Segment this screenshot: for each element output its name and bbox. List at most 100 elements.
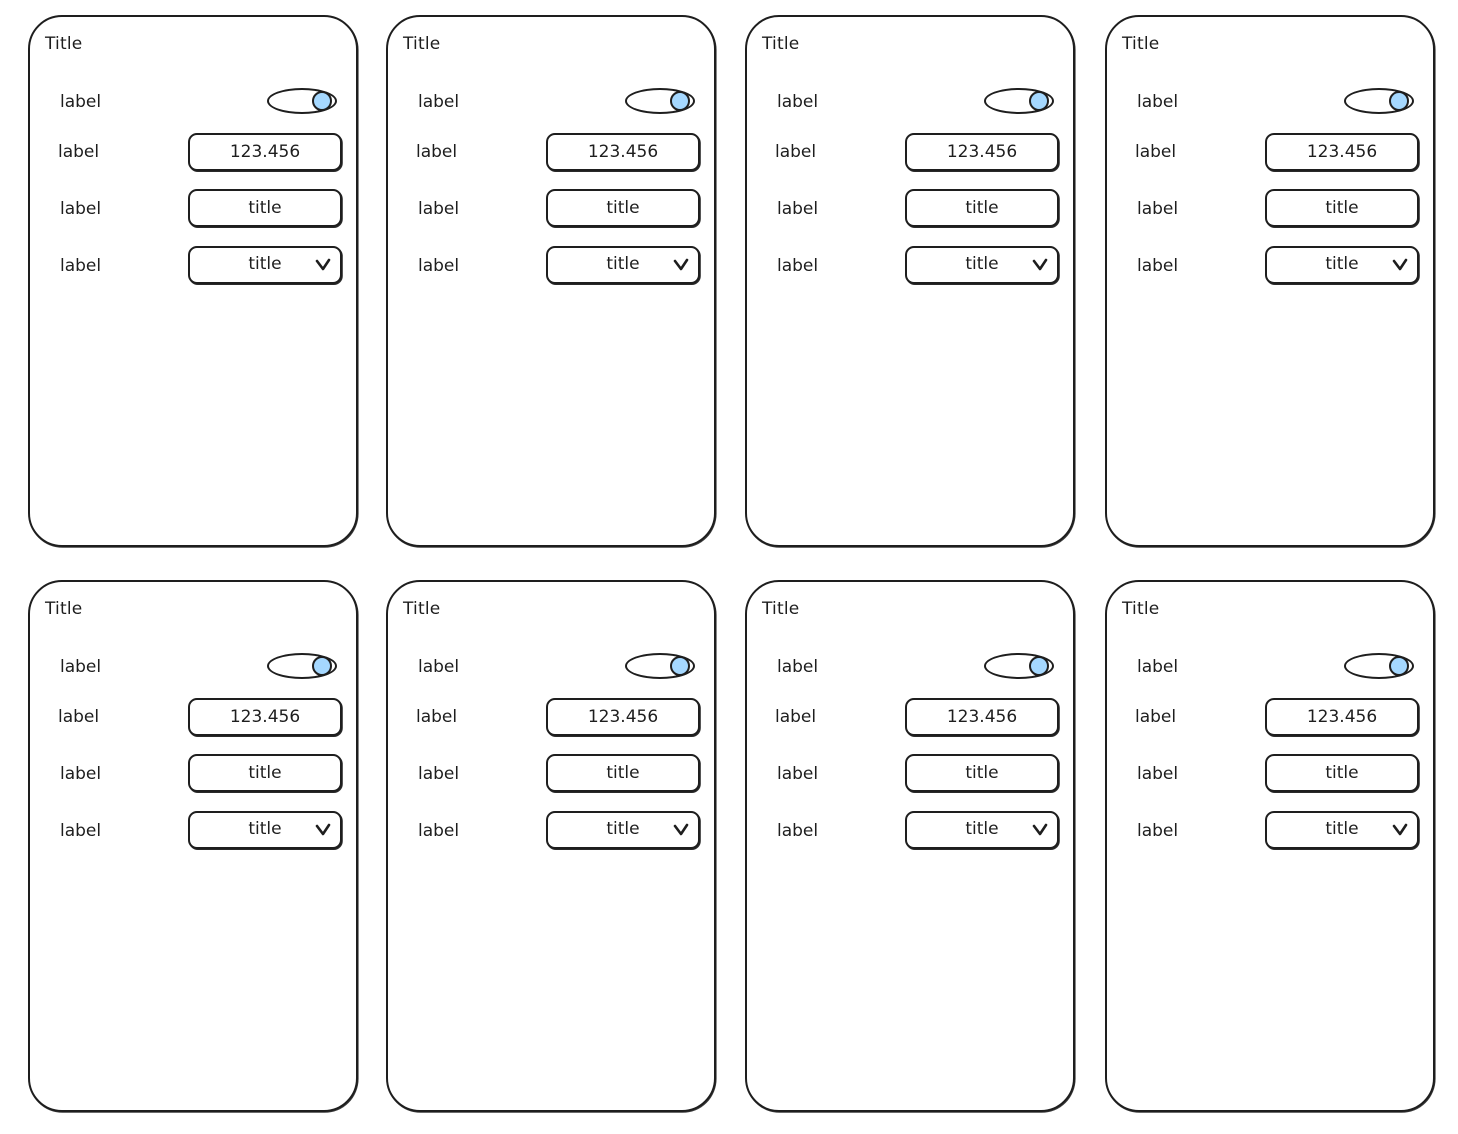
chevron-down-icon xyxy=(1032,258,1048,271)
number-input[interactable] xyxy=(1265,133,1419,171)
select-label: label xyxy=(1137,256,1179,276)
dropdown-value: title xyxy=(248,254,282,274)
toggle-label: label xyxy=(418,92,460,112)
number-label: label xyxy=(1135,142,1177,162)
text-input[interactable] xyxy=(188,189,342,227)
settings-panel: Title label label label label title xyxy=(386,580,716,1112)
dropdown-select[interactable]: title xyxy=(1265,811,1419,849)
toggle-knob xyxy=(1029,656,1049,676)
toggle-switch[interactable] xyxy=(625,653,695,679)
chevron-down-icon xyxy=(673,823,689,836)
text-label: label xyxy=(777,199,819,219)
dropdown-select[interactable]: title xyxy=(546,811,700,849)
panel-title: Title xyxy=(1122,599,1160,619)
toggle-label: label xyxy=(60,92,102,112)
select-label: label xyxy=(418,256,460,276)
dropdown-select[interactable]: title xyxy=(1265,246,1419,284)
panel-title: Title xyxy=(1122,34,1160,54)
chevron-down-icon xyxy=(673,258,689,271)
select-label: label xyxy=(60,256,102,276)
number-label: label xyxy=(775,707,817,727)
dropdown-value: title xyxy=(1325,254,1359,274)
chevron-down-icon xyxy=(315,823,331,836)
dropdown-value: title xyxy=(248,819,282,839)
settings-panel: Title label label label label title xyxy=(1105,15,1435,547)
panel-title: Title xyxy=(403,599,441,619)
select-label: label xyxy=(60,821,102,841)
panel-title: Title xyxy=(762,599,800,619)
text-input[interactable] xyxy=(188,754,342,792)
text-label: label xyxy=(1137,764,1179,784)
toggle-switch[interactable] xyxy=(1344,88,1414,114)
number-input[interactable] xyxy=(546,698,700,736)
toggle-knob xyxy=(312,656,332,676)
toggle-knob xyxy=(1029,91,1049,111)
toggle-switch[interactable] xyxy=(1344,653,1414,679)
number-label: label xyxy=(1135,707,1177,727)
text-input[interactable] xyxy=(905,754,1059,792)
select-label: label xyxy=(1137,821,1179,841)
text-label: label xyxy=(1137,199,1179,219)
chevron-down-icon xyxy=(1392,258,1408,271)
toggle-knob xyxy=(670,656,690,676)
number-label: label xyxy=(775,142,817,162)
text-label: label xyxy=(418,764,460,784)
number-input[interactable] xyxy=(905,133,1059,171)
dropdown-select[interactable]: title xyxy=(188,246,342,284)
select-label: label xyxy=(777,821,819,841)
number-input[interactable] xyxy=(546,133,700,171)
number-input[interactable] xyxy=(188,133,342,171)
panel-title: Title xyxy=(45,34,83,54)
toggle-knob xyxy=(312,91,332,111)
chevron-down-icon xyxy=(1392,823,1408,836)
settings-panel: Title label label label label title xyxy=(745,15,1075,547)
select-label: label xyxy=(418,821,460,841)
settings-panel: Title label label label label title xyxy=(1105,580,1435,1112)
dropdown-select[interactable]: title xyxy=(905,246,1059,284)
text-label: label xyxy=(60,199,102,219)
toggle-label: label xyxy=(1137,92,1179,112)
toggle-label: label xyxy=(777,657,819,677)
settings-panel: Title label label label label title xyxy=(28,15,358,547)
number-input[interactable] xyxy=(1265,698,1419,736)
toggle-switch[interactable] xyxy=(267,88,337,114)
dropdown-value: title xyxy=(1325,819,1359,839)
number-label: label xyxy=(58,707,100,727)
toggle-label: label xyxy=(1137,657,1179,677)
dropdown-select[interactable]: title xyxy=(546,246,700,284)
dropdown-select[interactable]: title xyxy=(188,811,342,849)
panel-title: Title xyxy=(403,34,441,54)
toggle-switch[interactable] xyxy=(625,88,695,114)
chevron-down-icon xyxy=(1032,823,1048,836)
settings-panel: Title label label label label title xyxy=(28,580,358,1112)
settings-panel: Title label label label label title xyxy=(745,580,1075,1112)
text-input[interactable] xyxy=(1265,189,1419,227)
number-label: label xyxy=(58,142,100,162)
number-input[interactable] xyxy=(188,698,342,736)
toggle-knob xyxy=(1389,656,1409,676)
toggle-switch[interactable] xyxy=(984,653,1054,679)
toggle-switch[interactable] xyxy=(267,653,337,679)
text-label: label xyxy=(777,764,819,784)
panel-title: Title xyxy=(762,34,800,54)
dropdown-select[interactable]: title xyxy=(905,811,1059,849)
settings-panel: Title label label label label title xyxy=(386,15,716,547)
toggle-knob xyxy=(670,91,690,111)
toggle-label: label xyxy=(60,657,102,677)
text-input[interactable] xyxy=(1265,754,1419,792)
toggle-label: label xyxy=(418,657,460,677)
text-input[interactable] xyxy=(546,189,700,227)
toggle-switch[interactable] xyxy=(984,88,1054,114)
number-label: label xyxy=(416,707,458,727)
toggle-knob xyxy=(1389,91,1409,111)
number-input[interactable] xyxy=(905,698,1059,736)
text-label: label xyxy=(60,764,102,784)
text-input[interactable] xyxy=(905,189,1059,227)
number-label: label xyxy=(416,142,458,162)
dropdown-value: title xyxy=(606,819,640,839)
panel-title: Title xyxy=(45,599,83,619)
toggle-label: label xyxy=(777,92,819,112)
chevron-down-icon xyxy=(315,258,331,271)
text-input[interactable] xyxy=(546,754,700,792)
